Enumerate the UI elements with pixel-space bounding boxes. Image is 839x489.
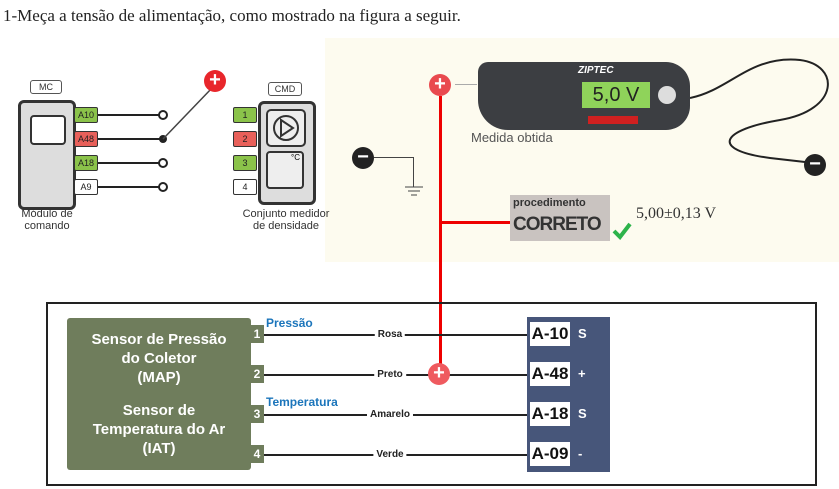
badge-line1: procedimento <box>513 197 586 209</box>
minus-icon: − <box>804 154 826 176</box>
badge-line2: CORRETO <box>513 214 602 235</box>
correct-badge: procedimento CORRETO <box>510 195 610 241</box>
ecu-terminal: A-18 <box>530 402 570 426</box>
wire <box>98 114 160 116</box>
logo-icon <box>658 86 676 104</box>
ecu-terminal: A-09 <box>530 442 570 466</box>
cmd-tag: CMD <box>268 82 302 96</box>
cmd-pin: 3 <box>233 155 257 171</box>
sensor-pin: 3 <box>250 405 264 423</box>
check-icon <box>612 222 632 240</box>
meter-caption: Medida obtida <box>471 130 553 145</box>
wire-color-label: Amarelo <box>366 408 414 422</box>
probe-tip <box>455 84 477 85</box>
sensor-pin: 1 <box>250 325 264 343</box>
mc-pin: A18 <box>74 155 98 171</box>
ground-icon <box>405 186 423 196</box>
signal-type: S <box>578 406 587 421</box>
mc-pin: A10 <box>74 107 98 123</box>
ecu-terminal: A-10 <box>530 322 570 346</box>
red-probe-line <box>439 96 442 366</box>
meter-display: 5,0 V <box>582 82 650 108</box>
mc-pin: A9 <box>74 179 98 195</box>
wire-color-label: Preto <box>374 368 406 382</box>
ecu-terminal: A-48 <box>530 362 570 386</box>
chip-icon <box>30 115 66 145</box>
ground-wire <box>374 157 414 158</box>
group-temperature: Temperatura <box>266 395 338 409</box>
wire <box>98 186 160 188</box>
meter-cable <box>690 58 829 163</box>
terminal <box>158 182 168 192</box>
instruction-title: 1-Meça a tensão de alimentação, como mos… <box>3 6 461 25</box>
cmd-pin: 2 <box>233 131 257 147</box>
mc-tag: MC <box>30 80 62 94</box>
thermometer-icon: °C <box>266 151 304 189</box>
sensor-pin: 2 <box>250 365 264 383</box>
meter-label-strip <box>588 116 638 124</box>
plus-icon: + <box>204 70 226 92</box>
signal-type: S <box>578 326 587 341</box>
signal-type: - <box>578 446 583 461</box>
plus-icon: + <box>428 363 450 385</box>
wire-color-label: Rosa <box>374 328 406 342</box>
signal-type: + <box>578 366 586 381</box>
sensor-pin: 4 <box>250 445 264 463</box>
sensor-block <box>67 318 251 470</box>
ground-wire <box>413 157 414 187</box>
wire-color-label: Verde <box>373 448 407 462</box>
plus-icon: + <box>429 74 451 96</box>
meter-brand: ZIPTEC <box>578 65 614 76</box>
schematic-frame <box>46 302 817 486</box>
mc-module <box>18 100 76 210</box>
cmd-pin: 1 <box>233 107 257 123</box>
spec-value: 5,00±0,13 V <box>636 205 717 222</box>
pump-icon <box>266 109 306 147</box>
wire <box>98 162 160 164</box>
wire <box>98 138 160 140</box>
cmd-module: °C <box>258 101 316 205</box>
group-pressure: Pressão <box>266 316 313 330</box>
minus-icon: − <box>352 147 374 169</box>
cmd-pin: 4 <box>233 179 257 195</box>
red-probe-line <box>440 221 510 224</box>
terminal <box>158 110 168 120</box>
probe-line <box>162 87 213 140</box>
multimeter: ZIPTEC 5,0 V <box>478 62 690 130</box>
terminal <box>158 158 168 168</box>
mc-pin: A48 <box>74 131 98 147</box>
